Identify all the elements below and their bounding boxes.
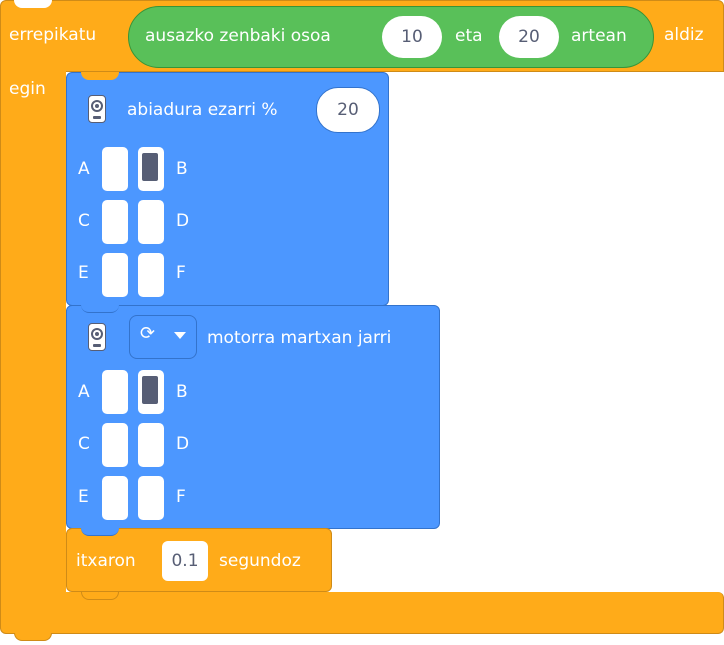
clockwise-icon: ⟳ [140,323,156,344]
port-label-b: B [176,382,188,402]
port-e-toggle[interactable] [102,253,128,297]
random-min-value: 10 [401,27,423,47]
wait-bottom-tab [81,592,119,600]
repeat-do-label: egin [9,79,46,99]
motor-start-label: motorra martxan jarri [207,328,392,348]
port-label-d: D [176,211,190,231]
port-label-c: C [78,434,90,454]
direction-dropdown[interactable]: ⟳ [129,315,197,359]
random-max-input[interactable]: 20 [499,16,559,58]
port-label-d: D [176,434,190,454]
random-max-value: 20 [518,27,540,47]
port-label-a: A [78,159,90,179]
random-integer-label: ausazko zenbaki osoa [145,26,331,46]
port-b-toggle[interactable] [138,370,164,414]
port-f-toggle[interactable] [138,476,164,520]
port-b-toggle[interactable] [138,147,164,191]
motor-start-block[interactable]: ⟳ motorra martxan jarri A B C D E F [66,305,440,529]
port-label-e: E [78,263,89,283]
port-label-b: B [176,159,188,179]
random-integer-block[interactable]: ausazko zenbaki osoa 10 eta 20 artean [128,6,654,68]
wait-seconds-input[interactable]: 0.1 [162,541,208,581]
port-e-toggle[interactable] [102,476,128,520]
repeat-block-arm[interactable] [0,60,66,600]
speed-value: 20 [337,100,359,120]
random-min-input[interactable]: 10 [382,16,442,58]
set-speed-block[interactable]: abiadura ezarri % 20 A B C D E F [66,72,389,306]
wait-top-notch [81,528,119,536]
wait-label: itxaron [76,551,136,571]
port-a-toggle[interactable] [102,147,128,191]
repeat-block-bottom[interactable] [0,592,724,634]
wait-seconds-value: 0.1 [171,551,199,571]
port-c-toggle[interactable] [102,200,128,244]
repeat-times-label: aldiz [664,25,704,45]
hub-icon [88,323,106,351]
port-c-toggle[interactable] [102,423,128,467]
motor-start-top-notch [81,305,119,313]
random-between-label: artean [571,26,627,46]
set-speed-label: abiadura ezarri % [127,100,278,120]
port-f-toggle[interactable] [138,253,164,297]
port-a-toggle[interactable] [102,370,128,414]
set-speed-top-notch [81,72,119,80]
port-label-f: F [176,263,186,283]
port-label-e: E [78,487,89,507]
chevron-down-icon [174,332,186,339]
port-label-c: C [78,211,90,231]
port-label-a: A [78,382,90,402]
repeat-top-notch [14,0,52,8]
repeat-label: errepikatu [9,25,97,45]
speed-value-input[interactable]: 20 [316,87,380,133]
port-label-f: F [176,487,186,507]
hub-icon [88,95,106,123]
random-and-label: eta [455,26,483,46]
repeat-bottom-tab [14,633,52,641]
wait-seconds-label: segundoz [219,551,301,571]
wait-block[interactable]: itxaron 0.1 segundoz [66,528,332,600]
port-d-toggle[interactable] [138,423,164,467]
port-d-toggle[interactable] [138,200,164,244]
